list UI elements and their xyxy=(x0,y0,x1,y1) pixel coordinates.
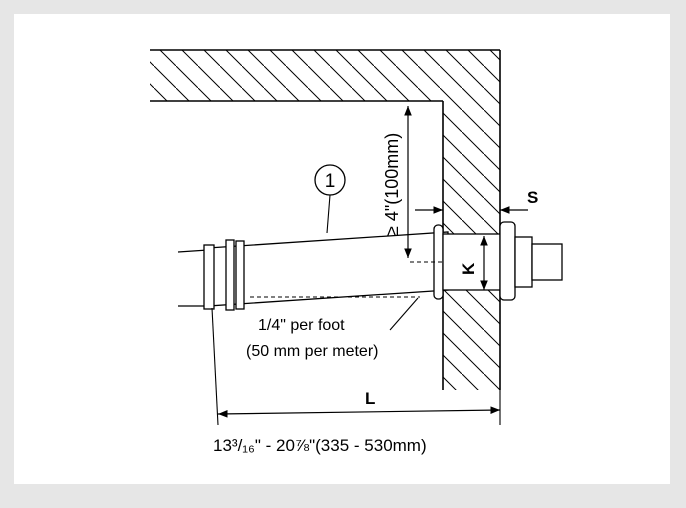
pipe-collar-2 xyxy=(235,240,245,310)
vent-pipe xyxy=(177,221,563,311)
l-arrow xyxy=(217,406,501,418)
s-label: S xyxy=(527,188,538,207)
clearance-dimension: ≥ 4"(100mm) xyxy=(382,106,412,258)
s-dimension: S xyxy=(415,188,538,214)
terminal-collar xyxy=(514,236,533,288)
l-extension-left xyxy=(211,307,219,426)
wall-hatching xyxy=(150,50,500,390)
callout-leader xyxy=(326,194,331,234)
callout-number: 1 xyxy=(325,171,336,192)
k-label: K xyxy=(459,262,478,275)
l-label: L xyxy=(365,389,375,408)
l-dimension: L 13³/₁₆" - 20⅞"(335 - 530mm) xyxy=(211,307,501,455)
slope-leader xyxy=(389,297,419,331)
pipe-through-wall xyxy=(442,233,501,291)
callout-1: 1 xyxy=(314,164,346,234)
slope-text-line1: 1/4" per foot xyxy=(258,317,345,334)
length-range-label: 13³/₁₆" - 20⅞"(335 - 530mm) xyxy=(213,436,427,455)
slope-note: 1/4" per foot (50 mm per meter) xyxy=(246,297,419,360)
outer-wall-rosette xyxy=(499,221,516,301)
slope-text-line2: (50 mm per meter) xyxy=(246,343,378,360)
terminal-tip xyxy=(531,243,563,281)
clearance-label: ≥ 4"(100mm) xyxy=(382,133,402,236)
pipe-collar-1 xyxy=(225,239,235,311)
wall-structure xyxy=(150,49,501,390)
pipe-coupling xyxy=(203,244,215,310)
k-dimension: K xyxy=(459,236,488,290)
